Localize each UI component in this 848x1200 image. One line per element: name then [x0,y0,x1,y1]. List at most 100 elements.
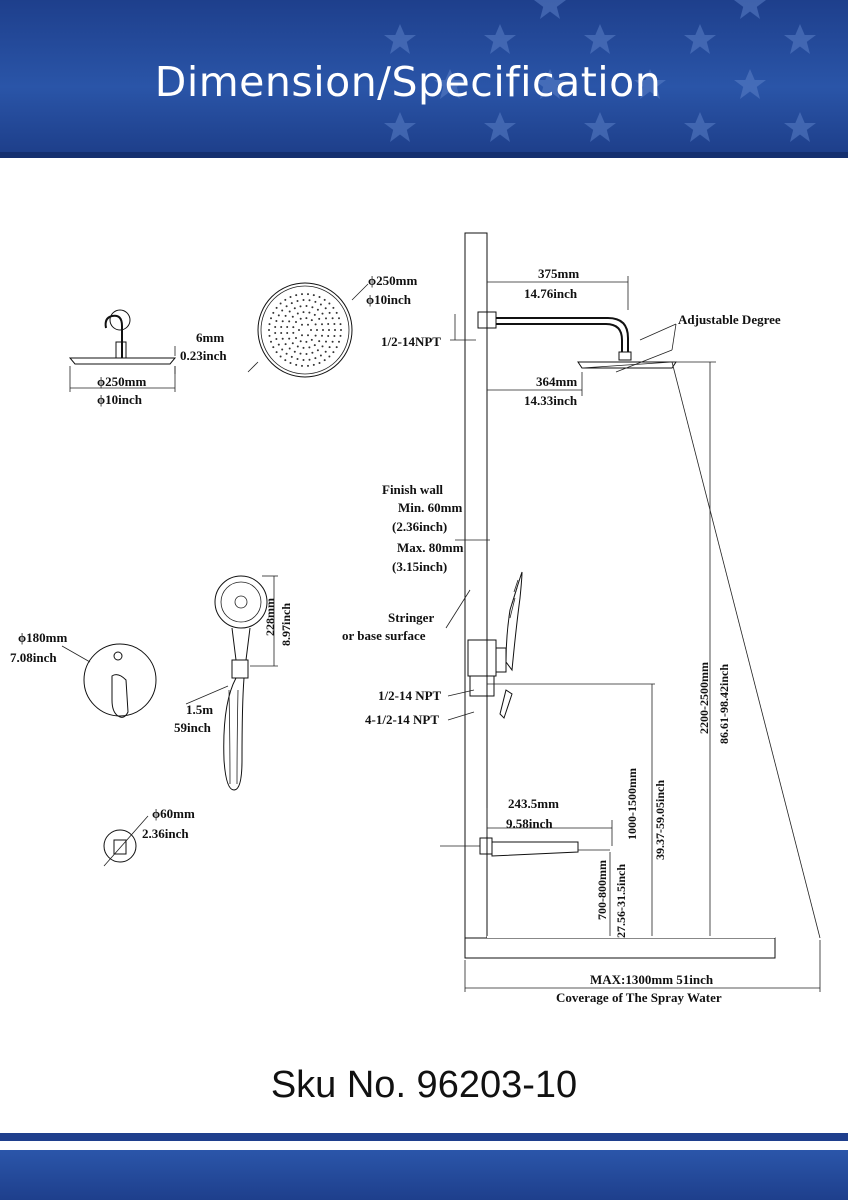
nozzle-dot [286,332,289,334]
wall [464,232,776,959]
head-side-diameter-mm: ϕ250mm [97,374,146,389]
nozzle-dot [305,353,308,355]
nozzle-dot [299,317,302,320]
nozzle-dot [274,326,277,328]
showerhead-top-view [247,282,369,378]
nozzle-dot [307,323,309,326]
nozzle-dot [313,313,316,316]
spout-height-in: 27.56-31.5inch [614,864,628,938]
footer-stripe [0,1133,848,1141]
nozzle-dot [286,326,289,328]
nozzle-dot [268,334,271,337]
nozzle-dot [288,320,291,323]
nozzle-dot [321,323,323,326]
nozzle-dot [312,294,315,297]
nozzle-dot [277,343,280,346]
dimension-diagram: 6mm 0.23inch ϕ250mm ϕ10inch ϕ250mm ϕ10in… [10,232,821,1005]
nozzle-dot [308,311,311,314]
arm-length-mm: 375mm [538,266,579,281]
sku-number: Sku No. 96203-10 [270,1064,578,1106]
nozzle-dot [299,305,302,308]
nozzle-dot [275,320,278,322]
wall-max-in: (3.15inch) [392,559,447,574]
nozzle-dot [313,344,316,347]
head-thickness-in: 0.23inch [180,348,227,363]
nozzle-dot [281,348,284,351]
nozzle-dot [328,355,331,358]
nozzle-dot [319,303,322,306]
nozzle-dot [314,334,317,337]
coverage-label: Coverage of The Spray Water [556,990,722,1005]
valve-height-mm: 1000-1500mm [625,768,639,840]
escutcheon-diameter-mm: ϕ60mm [152,806,195,821]
nozzle-dot [293,307,296,310]
nozzle-dot [319,354,322,357]
nozzle-dot [335,311,338,314]
spout-height-mm: 700-800mm [595,860,609,920]
head-top-diameter-mm: ϕ250mm [368,273,417,288]
valve-plate-diameter-in: 7.08inch [10,650,57,665]
nozzle-dot [307,334,309,337]
hose-length-m: 1.5m [186,702,213,717]
handshower-height-mm: 228mm [263,598,277,636]
nozzle-dot [328,346,331,349]
nozzle-dot [268,323,271,326]
coverage-max: MAX:1300mm 51inch [590,972,714,987]
spout-length-in: 9.58inch [506,816,553,831]
tub-spout [440,808,613,857]
nozzle-dot [312,363,315,366]
nozzle-dot [288,347,291,350]
nozzle-dot [334,329,336,331]
valve-assembly [467,571,655,719]
nozzle-dot [310,329,312,331]
nozzle-dot [280,332,283,334]
nozzle-dot [299,340,302,343]
nozzle-dot [293,350,296,353]
nozzle-dot [324,350,327,353]
arm-reach-in: 14.33inch [524,393,578,408]
nozzle-dot [295,321,297,323]
nozzle-dot [328,311,331,314]
nozzle-dot [318,340,321,343]
nozzle-dot [268,329,270,331]
nozzle-dot [295,294,298,297]
nozzle-dot [338,340,340,343]
nozzle-dot [335,346,338,349]
page-title: Dimension/Specification [154,58,662,106]
nozzle-dot [305,305,308,307]
nozzle-dot [324,307,327,310]
nozzle-dot [339,323,342,326]
valve-plate [61,643,157,718]
coverage-dimension [464,940,821,992]
nozzle-dot [279,302,282,305]
head-side-diameter-in: ϕ10inch [97,392,143,407]
arm-length-in: 14.76inch [524,286,578,301]
nozzle-dot [272,311,275,314]
nozzle-dot [331,340,334,343]
nozzle-dot [339,334,342,337]
nozzle-dot [302,299,305,301]
hose-length-in: 59inch [174,720,212,735]
nozzle-dot [328,329,330,331]
nozzle-dot [321,345,324,348]
nozzle-dot [323,359,326,362]
nozzle-dot [314,300,317,303]
nozzle-dot [277,314,280,317]
wall-max-mm: Max. 80mm [397,540,464,555]
nozzle-dot [318,362,321,364]
nozzle-dot [292,326,295,329]
nozzle-dot [316,308,319,311]
nozzle-dot [321,334,323,337]
nozzle-dot [290,355,293,358]
nozzle-dot [338,317,340,320]
nozzle-dot [302,311,305,314]
header-banner: Dimension/Specification [0,0,848,158]
nozzle-dot [284,343,287,346]
nozzle-dot [301,334,303,337]
valve-npt-2: 4-1/2-14 NPT [365,712,439,727]
nozzle-dot [289,296,292,298]
nozzle-dot [274,332,277,334]
handshower-height-in: 8.97inch [279,603,293,646]
nozzle-dot [270,317,272,320]
wall-min-in: (2.36inch) [392,519,447,534]
